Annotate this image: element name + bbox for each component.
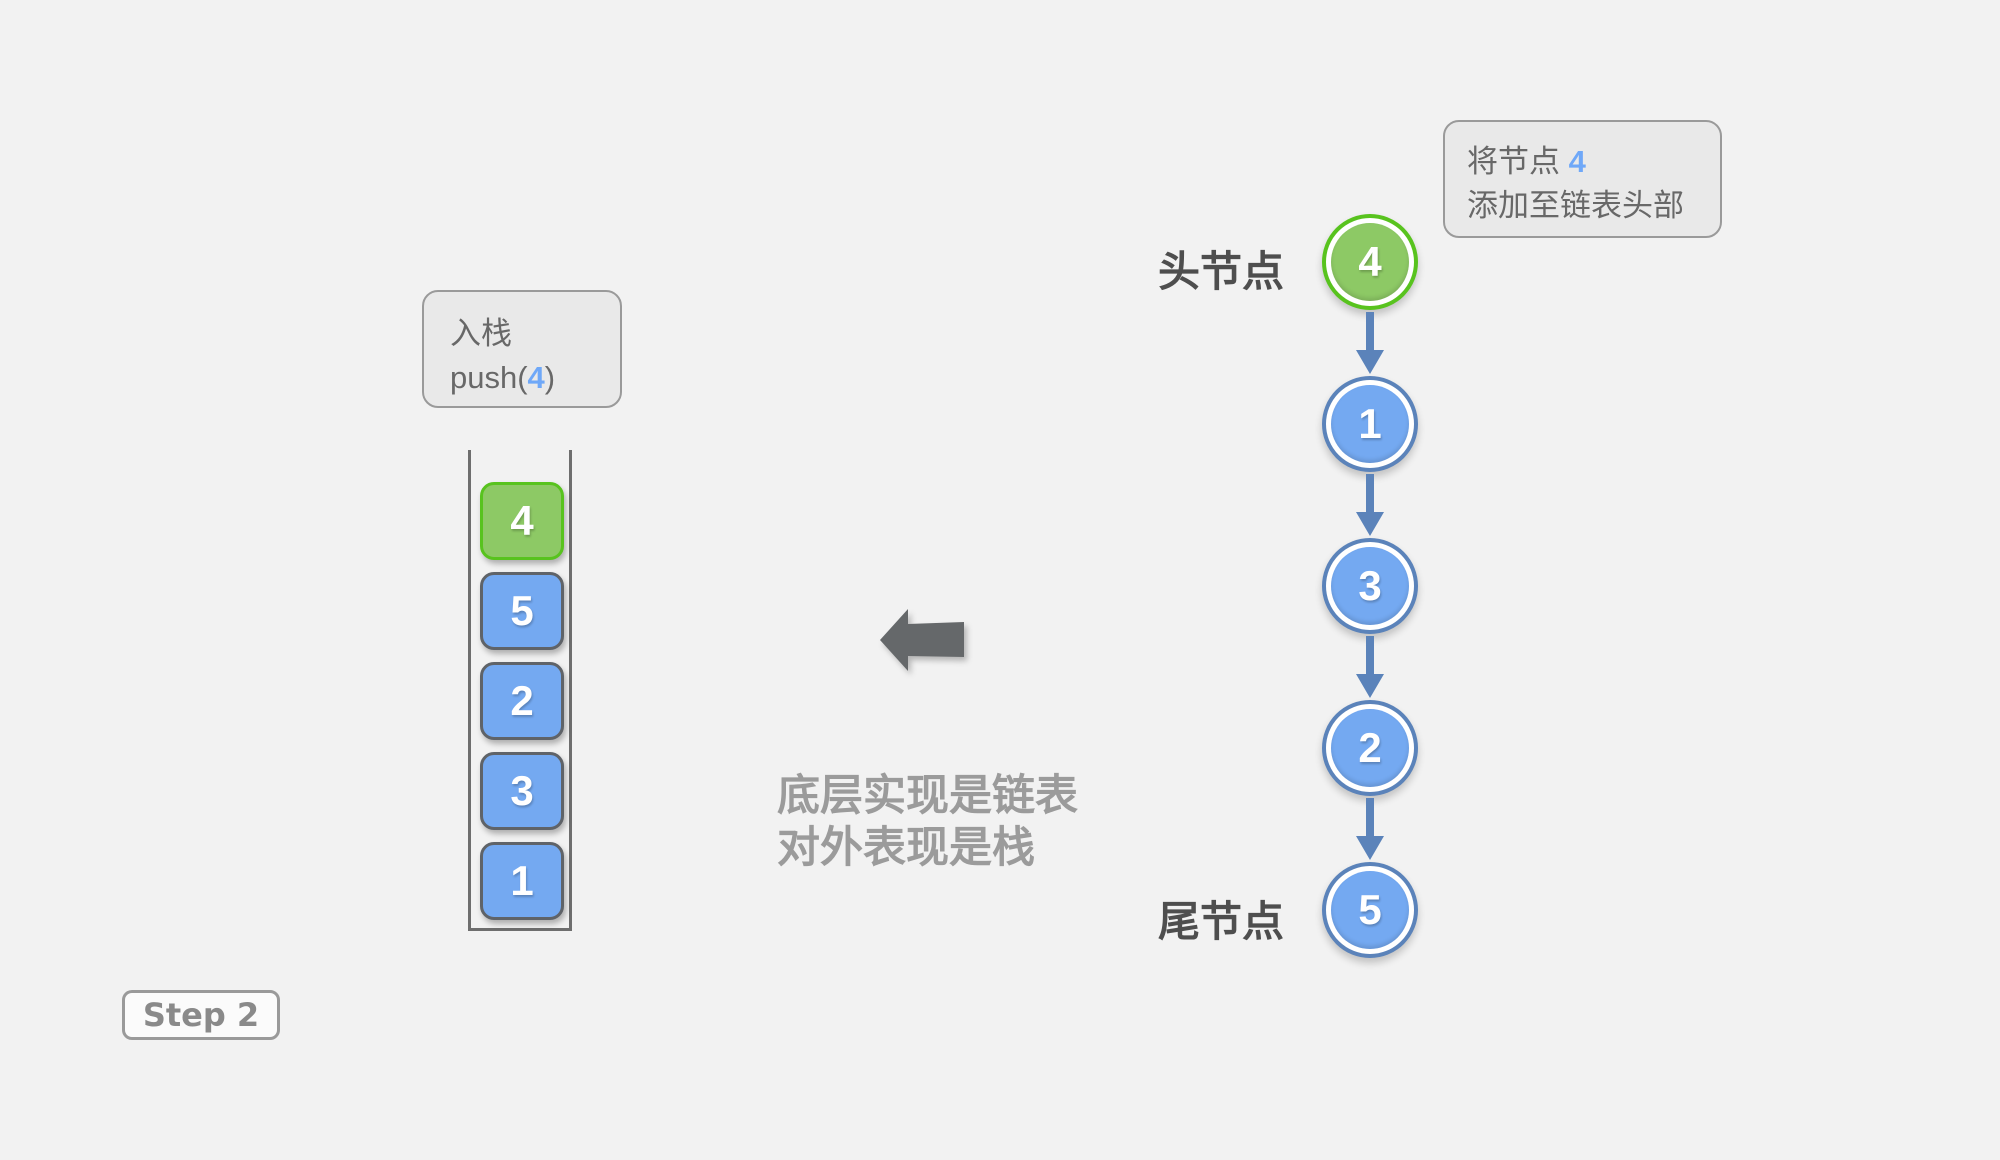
caption-line2: 对外表现是栈 — [777, 824, 1035, 872]
note-line1-prefix: 将节点 — [1467, 144, 1569, 179]
list-node-value: 4 — [1331, 223, 1409, 301]
stack-item: 3 — [480, 752, 564, 830]
down-arrow-icon — [1356, 312, 1384, 374]
stack-item-value: 3 — [510, 767, 534, 814]
stack-item-value: 2 — [510, 677, 534, 724]
step-badge: Step 2 — [122, 990, 280, 1040]
head-node-label: 头节点 — [1158, 248, 1285, 295]
list-node: 4 — [1322, 214, 1418, 310]
note-callout: 将节点 4 添加至链表头部 — [1443, 120, 1722, 238]
push-code-suffix: ) — [544, 360, 556, 395]
step-badge-label: Step 2 — [142, 996, 260, 1034]
push-callout: 入栈 push(4) — [422, 290, 622, 408]
note-line1-value: 4 — [1568, 144, 1586, 179]
stack-item: 1 — [480, 842, 564, 920]
caption: 底层实现是链表 对外表现是栈 — [777, 770, 1078, 874]
list-node-value: 1 — [1331, 385, 1409, 463]
list-node: 5 — [1322, 862, 1418, 958]
stack-item-value: 1 — [510, 857, 534, 904]
stack-item: 4 — [480, 482, 564, 560]
stack-item-value: 4 — [510, 497, 534, 544]
down-arrow-icon — [1356, 636, 1384, 698]
push-callout-line1: 入栈 — [450, 316, 512, 351]
note-callout-line1: 将节点 4 — [1467, 140, 1720, 184]
tail-node-label: 尾节点 — [1158, 898, 1285, 945]
push-callout-line2: push(4) — [450, 356, 620, 400]
stack-item: 2 — [480, 662, 564, 740]
caption-line1: 底层实现是链表 — [777, 772, 1078, 820]
down-arrow-icon — [1356, 474, 1384, 536]
note-callout-line2: 添加至链表头部 — [1467, 188, 1684, 223]
list-node: 3 — [1322, 538, 1418, 634]
stack-container — [468, 450, 572, 931]
list-node: 2 — [1322, 700, 1418, 796]
down-arrow-icon — [1356, 798, 1384, 860]
list-node-value: 3 — [1331, 547, 1409, 625]
stack-item-value: 5 — [510, 587, 534, 634]
stack-item: 5 — [480, 572, 564, 650]
list-node-value: 2 — [1331, 709, 1409, 787]
list-node-value: 5 — [1331, 871, 1409, 949]
push-code-prefix: push( — [450, 360, 528, 395]
left-block-arrow-icon — [880, 609, 964, 671]
list-node: 1 — [1322, 376, 1418, 472]
push-code-value: 4 — [527, 360, 545, 395]
